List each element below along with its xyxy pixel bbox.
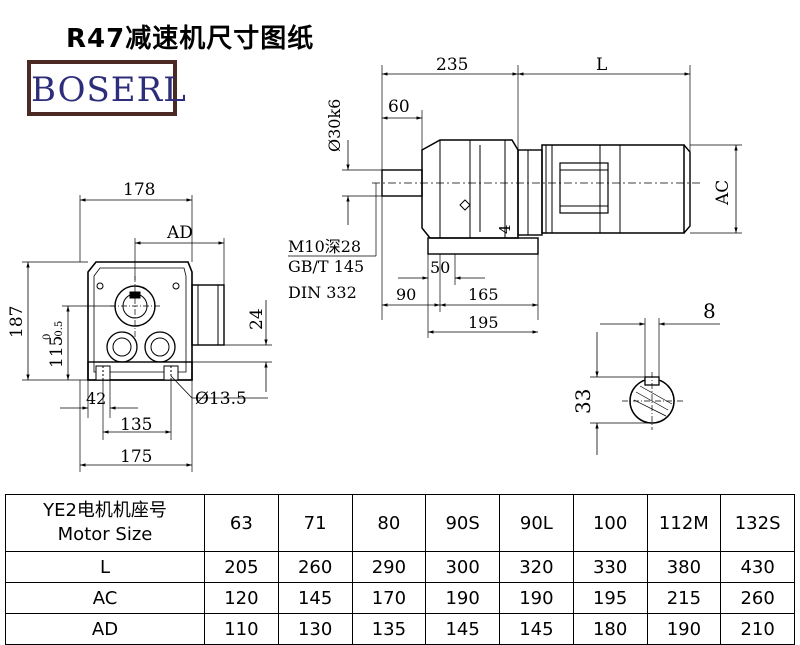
dim-4: 4 [496, 224, 514, 234]
dim-key-height: 33 [571, 389, 595, 414]
table-cell: 215 [646, 582, 722, 614]
table-cell: 135 [351, 613, 427, 645]
table-row-l: L 205 260 290 300 320 330 380 430 [5, 551, 795, 583]
table-header-en: Motor Size [57, 524, 153, 545]
key-section-labels: 8 33 [571, 299, 716, 414]
table-header-row: YE2电机机座号 Motor Size 63 71 80 90S 90L 100… [5, 494, 795, 552]
brand-logo: BOSERL [27, 60, 187, 116]
table-cell: 195 [572, 582, 648, 614]
dim-115-tol-lower: -0.5 [54, 321, 65, 340]
table-size-cell: 90S [425, 494, 500, 552]
dim-175: 175 [120, 447, 152, 467]
dim-135: 135 [120, 415, 152, 435]
dim-115: 115 [47, 336, 67, 368]
brand-logo-text: BOSERL [31, 70, 187, 110]
front-view [22, 195, 272, 472]
table-cell: 330 [572, 551, 648, 583]
side-view [288, 65, 742, 338]
key-section [590, 318, 720, 455]
table-cell: 190 [499, 582, 574, 614]
front-lower-bearing-left [106, 331, 138, 363]
table-cell: 260 [277, 551, 353, 583]
table-size-cell: 100 [572, 494, 648, 552]
dim-l-label: L [596, 55, 607, 75]
technical-drawing: 178 AD 187 115 0 -0.5 24 42 Ø13.5 135 17… [7, 55, 742, 472]
dim-235: 235 [436, 55, 468, 75]
dim-50: 50 [430, 258, 450, 277]
dim-178: 178 [123, 180, 155, 200]
table-size-cell: 112M [646, 494, 722, 552]
side-terminal-box [559, 162, 609, 214]
side-adapter [517, 149, 543, 236]
thread-spec-1: M10深28 [288, 237, 361, 256]
table-cell: 210 [720, 613, 795, 645]
page-title: R47减速机尺寸图纸 [66, 24, 315, 54]
dim-60: 60 [388, 97, 410, 117]
front-foot [87, 361, 193, 381]
table-cell: 130 [277, 613, 353, 645]
table-cell: 180 [572, 613, 648, 645]
dim-24: 24 [247, 308, 267, 330]
front-view-labels: 178 AD 187 115 0 -0.5 24 42 Ø13.5 135 17… [7, 180, 267, 467]
side-fan-cover [683, 144, 691, 234]
table-cell: 380 [646, 551, 722, 583]
table-size-cell: 80 [351, 494, 427, 552]
dim-90: 90 [396, 285, 416, 304]
dim-165: 165 [468, 285, 499, 304]
table-cell: 190 [425, 582, 500, 614]
table-cell: 110 [204, 613, 279, 645]
dim-42: 42 [86, 389, 106, 408]
side-view-labels: 235 L 60 Ø30k6 AC M10深28 GB/T 145 DIN 33… [288, 55, 733, 332]
dim-shaft-dia: Ø30k6 [325, 99, 344, 152]
dim-187: 187 [7, 306, 27, 338]
dim-ac-label: AC [713, 180, 733, 206]
front-lower-bearing-right [144, 331, 176, 363]
table-header-cn: YE2电机机座号 [43, 500, 167, 521]
dim-ad-label: AD [166, 223, 193, 243]
table-cell: 170 [351, 582, 427, 614]
side-motor-body [541, 144, 685, 234]
table-cell: 290 [351, 551, 427, 583]
table-cell: 120 [204, 582, 279, 614]
thread-spec-3: DIN 332 [288, 283, 357, 302]
table-cell: 430 [720, 551, 795, 583]
table-cell: 190 [646, 613, 722, 645]
dim-115-tol-upper: 0 [42, 334, 53, 340]
table-cell: 300 [425, 551, 500, 583]
table-row-label: AD [5, 613, 205, 645]
table-cell: 145 [499, 613, 574, 645]
table-cell: 260 [720, 582, 795, 614]
table-cell: 320 [499, 551, 574, 583]
table-size-cell: 90L [499, 494, 574, 552]
table-cell: 205 [204, 551, 279, 583]
table-row-ad: AD 110 130 135 145 145 180 190 210 [5, 613, 795, 645]
table-cell: 145 [425, 613, 500, 645]
table-cell: 145 [277, 582, 353, 614]
dim-key-width: 8 [703, 299, 716, 323]
table-size-cell: 132S [720, 494, 795, 552]
table-size-cell: 63 [204, 494, 279, 552]
front-motor-adapter [191, 284, 225, 346]
table-row-ac: AC 120 145 170 190 190 195 215 260 [5, 582, 795, 614]
table-size-cell: 71 [277, 494, 353, 552]
table-row-label: AC [5, 582, 205, 614]
table-header-label: YE2电机机座号 Motor Size [5, 494, 205, 552]
motor-size-table: YE2电机机座号 Motor Size 63 71 80 90S 90L 100… [5, 494, 795, 645]
table-row-label: L [5, 551, 205, 583]
dim-hole-dia: Ø13.5 [195, 389, 247, 409]
dim-195: 195 [468, 313, 499, 332]
thread-spec-2: GB/T 145 [288, 257, 364, 276]
side-foot [427, 237, 539, 255]
